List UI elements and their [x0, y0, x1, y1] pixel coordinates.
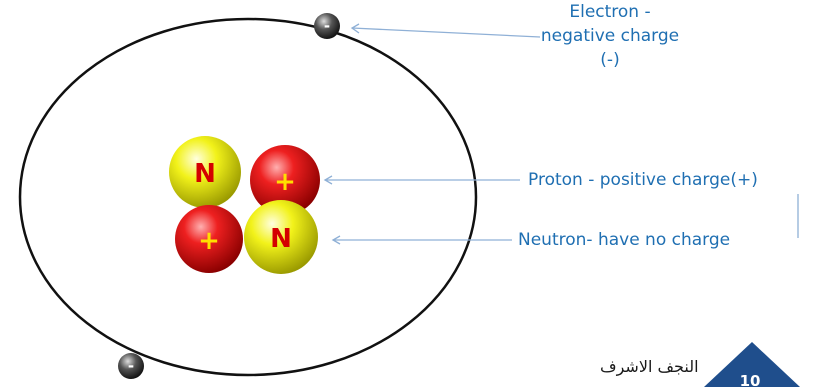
proton-label: Proton - positive charge(+)	[528, 170, 758, 190]
electron-orbit	[18, 17, 478, 377]
proton-particle: +	[175, 205, 243, 273]
electron-symbol: -	[324, 17, 330, 35]
neutron-label: Neutron- have no charge	[518, 230, 731, 250]
proton-symbol: +	[198, 226, 220, 256]
electron-particle: -	[314, 13, 340, 39]
footer-arabic-text: النجف الاشرف	[600, 357, 699, 376]
proton-symbol: +	[274, 167, 296, 197]
neutron-particle: N	[244, 200, 318, 274]
electron-pointer-arrow	[350, 23, 541, 38]
neutron-pointer-arrow	[331, 235, 512, 245]
page-number: 10	[739, 372, 761, 390]
electron-label: Electron - negative charge (-)	[540, 2, 680, 70]
electron-particle: -	[118, 353, 144, 379]
page-number-badge	[704, 342, 800, 387]
electron-symbol: -	[128, 357, 134, 375]
neutron-symbol: N	[194, 159, 216, 189]
proton-pointer-arrow	[323, 175, 520, 185]
neutron-particle: N	[169, 136, 241, 208]
proton-particle: +	[250, 145, 320, 215]
neutron-symbol: N	[270, 224, 292, 254]
